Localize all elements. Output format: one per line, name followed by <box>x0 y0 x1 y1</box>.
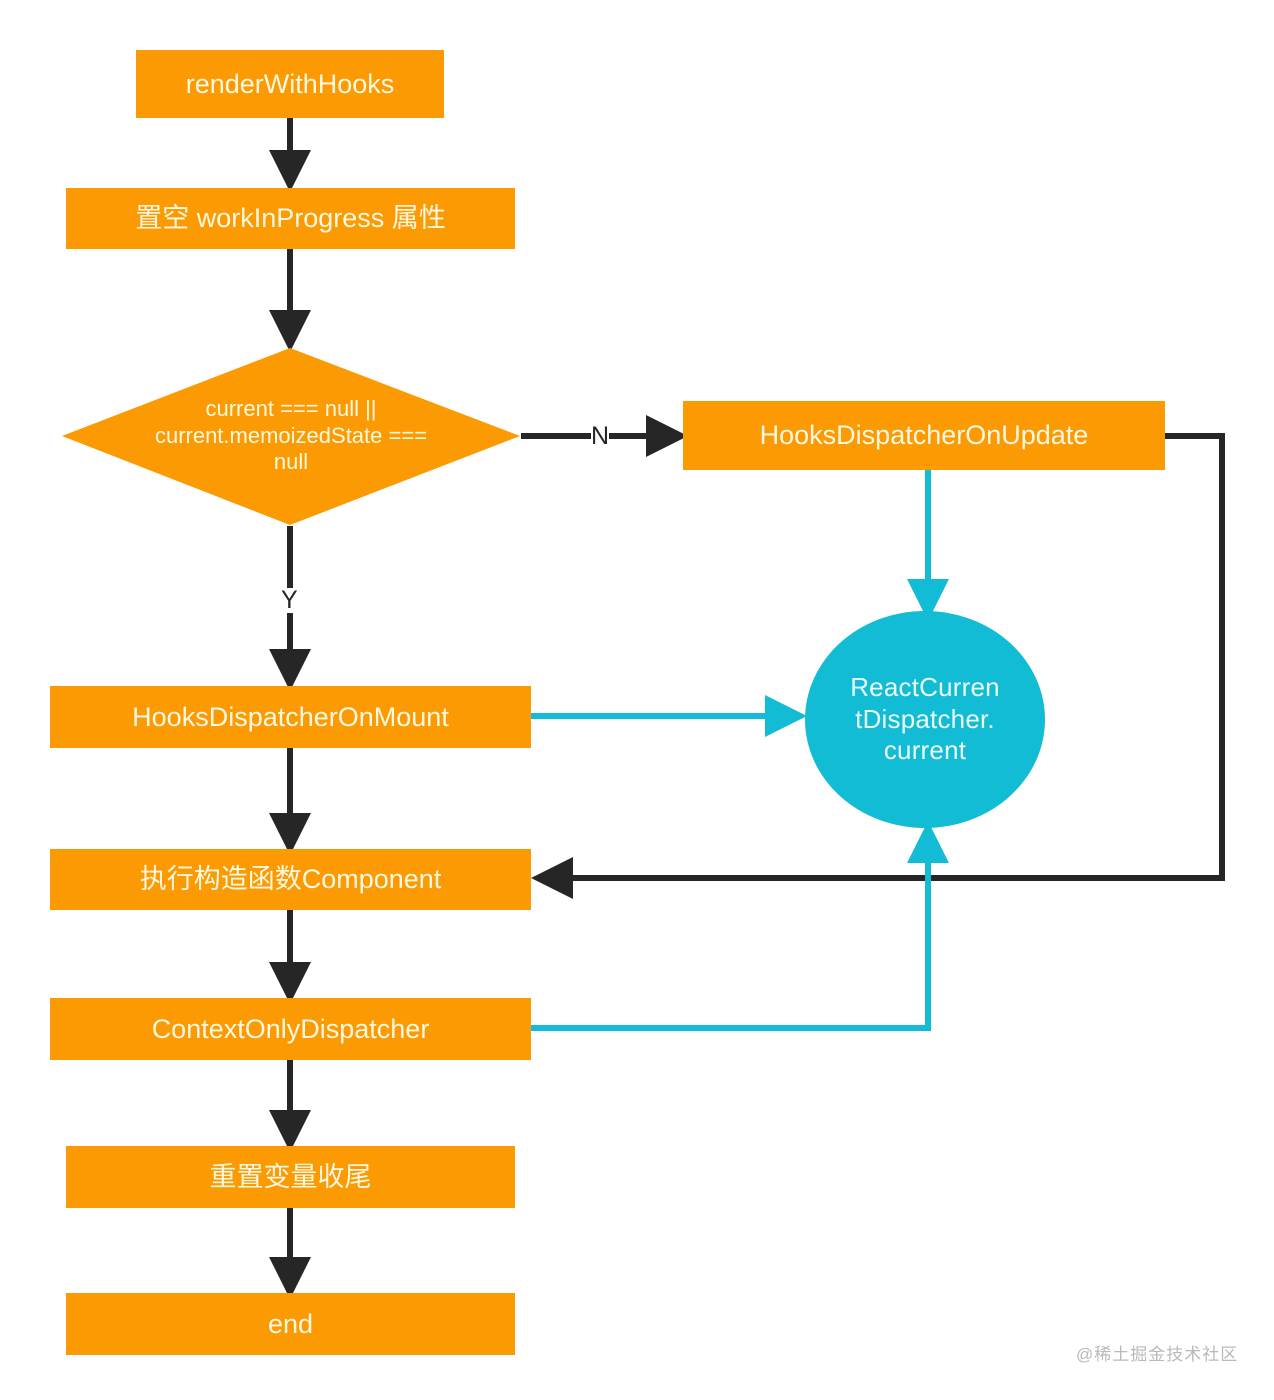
node-context-only-dispatcher-label: ContextOnlyDispatcher <box>151 1013 430 1044</box>
decision-line-2: current.memoizedState === <box>154 422 428 448</box>
edge-context-only-to-dispatcher <box>531 821 949 1031</box>
watermark-text: @稀土掘金技术社区 <box>1076 1345 1239 1364</box>
decision-line-3: null <box>273 449 309 475</box>
node-hooks-dispatcher-on-mount[interactable]: HooksDispatcherOnMount <box>50 686 531 748</box>
node-clear-work-in-progress-label: 置空 workInProgress 属性 <box>135 203 446 234</box>
node-run-component-label: 执行构造函数Component <box>139 864 442 895</box>
node-clear-work-in-progress[interactable]: 置空 workInProgress 属性 <box>66 188 515 249</box>
node-hooks-dispatcher-on-update-label: HooksDispatcherOnUpdate <box>759 420 1089 451</box>
node-hooks-dispatcher-on-mount-label: HooksDispatcherOnMount <box>132 701 449 732</box>
dispatcher-line-3: current <box>883 735 967 766</box>
node-context-only-dispatcher[interactable]: ContextOnlyDispatcher <box>50 998 531 1060</box>
dispatcher-line-2: tDispatcher. <box>855 703 995 734</box>
decision-line-1: current === null || <box>205 395 377 421</box>
node-run-component[interactable]: 执行构造函数Component <box>50 849 531 910</box>
watermark: @稀土掘金技术社区 <box>1076 1340 1238 1365</box>
node-hooks-dispatcher-on-update[interactable]: HooksDispatcherOnUpdate <box>683 401 1165 470</box>
node-reset-vars-label: 重置变量收尾 <box>209 1161 372 1192</box>
node-end-label: end <box>267 1308 314 1339</box>
node-decision[interactable]: current === null || current.memoizedStat… <box>62 375 520 497</box>
edge-label-yes: Y <box>281 588 298 613</box>
node-react-current-dispatcher-current[interactable]: ReactCurren tDispatcher. current <box>805 611 1045 828</box>
node-render-with-hooks-label: renderWithHooks <box>185 68 395 99</box>
edge-label-yes-text: Y <box>281 586 298 614</box>
dispatcher-line-1: ReactCurren <box>850 671 1000 702</box>
node-render-with-hooks[interactable]: renderWithHooks <box>136 50 444 118</box>
node-reset-vars[interactable]: 重置变量收尾 <box>66 1146 515 1208</box>
edge-label-no-text: N <box>591 422 610 450</box>
edge-label-no: N <box>591 422 610 450</box>
node-end[interactable]: end <box>66 1293 515 1355</box>
